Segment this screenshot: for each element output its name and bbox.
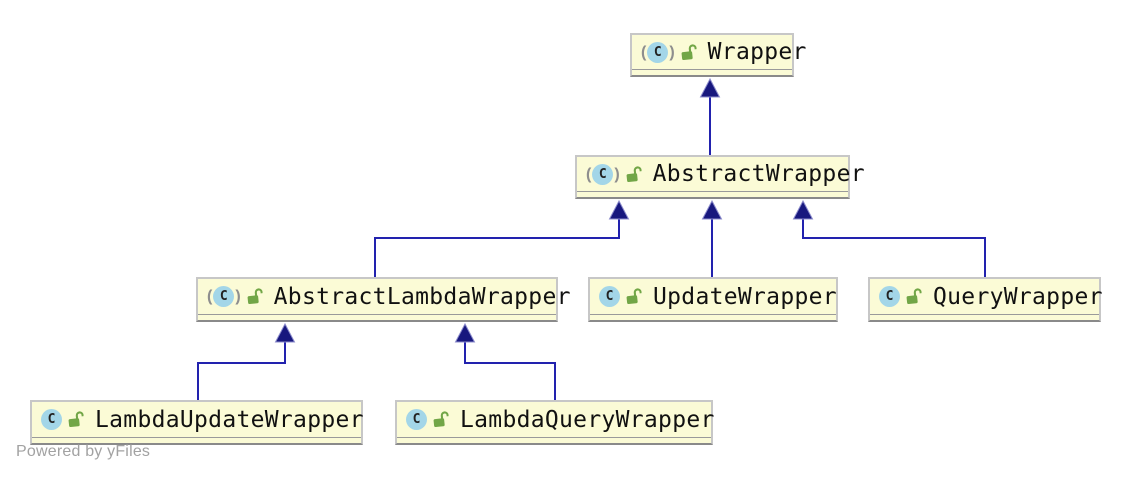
class-name-label: LambdaQueryWrapper [460, 406, 715, 433]
unlocked-icon [681, 43, 697, 60]
class-node-update-wrapper[interactable]: (C) UpdateWrapper [588, 277, 838, 322]
class-node-lambda-query-wrapper[interactable]: (C) LambdaQueryWrapper [395, 400, 715, 445]
class-node-query-wrapper[interactable]: (C) QueryWrapper [868, 277, 1103, 322]
class-icon: (C) [406, 409, 427, 430]
unlocked-icon [626, 288, 642, 305]
unlocked-icon [626, 165, 642, 182]
inheritance-arrowhead [701, 199, 723, 220]
class-name-label: Wrapper [707, 39, 807, 65]
unlocked-icon [68, 411, 84, 428]
class-node-wrapper[interactable]: (C) Wrapper [630, 33, 806, 77]
unlocked-icon [906, 288, 922, 305]
inheritance-edge-abstractwrapper-to-wrapper[interactable] [699, 77, 721, 155]
abstract-class-icon: (C) [586, 163, 620, 185]
class-name-label: AbstractLambdaWrapper [273, 283, 571, 310]
abstract-class-icon: (C) [207, 286, 241, 307]
unlocked-icon [247, 288, 263, 305]
inheritance-edge-abstractlambdawrapper-to-abstractwrapper[interactable] [374, 199, 630, 277]
inheritance-edge-lambdaupdatewrapper-to-abstractlambdawrapper[interactable] [197, 322, 296, 400]
class-node-abstract-lambda-wrapper[interactable]: (C) AbstractLambdaWrapper [196, 277, 570, 322]
inheritance-arrowhead [792, 199, 814, 220]
inheritance-arrowhead [454, 322, 476, 343]
class-icon: (C) [41, 409, 62, 430]
inheritance-edge-lambdaquerywrapper-to-abstractlambdawrapper[interactable] [454, 322, 556, 400]
inheritance-edge-updatewrapper-to-abstractwrapper[interactable] [701, 199, 723, 277]
unlocked-icon [433, 411, 449, 428]
class-name-label: LambdaUpdateWrapper [95, 406, 364, 433]
yfiles-watermark: Powered by yFiles [16, 443, 151, 460]
inheritance-edge-querywrapper-to-abstractwrapper[interactable] [792, 199, 986, 277]
inheritance-arrowhead [274, 322, 296, 343]
class-node-abstract-wrapper[interactable]: (C) AbstractWrapper [575, 155, 865, 199]
abstract-class-icon: (C) [641, 41, 675, 63]
class-name-label: QueryWrapper [933, 283, 1103, 310]
inheritance-arrowhead [608, 199, 630, 220]
class-icon: (C) [599, 286, 620, 307]
inheritance-arrowhead [699, 77, 721, 98]
class-name-label: AbstractWrapper [652, 161, 865, 187]
class-icon: (C) [879, 286, 900, 307]
class-node-lambda-update-wrapper[interactable]: (C) LambdaUpdateWrapper [30, 400, 363, 445]
class-name-label: UpdateWrapper [653, 283, 837, 310]
